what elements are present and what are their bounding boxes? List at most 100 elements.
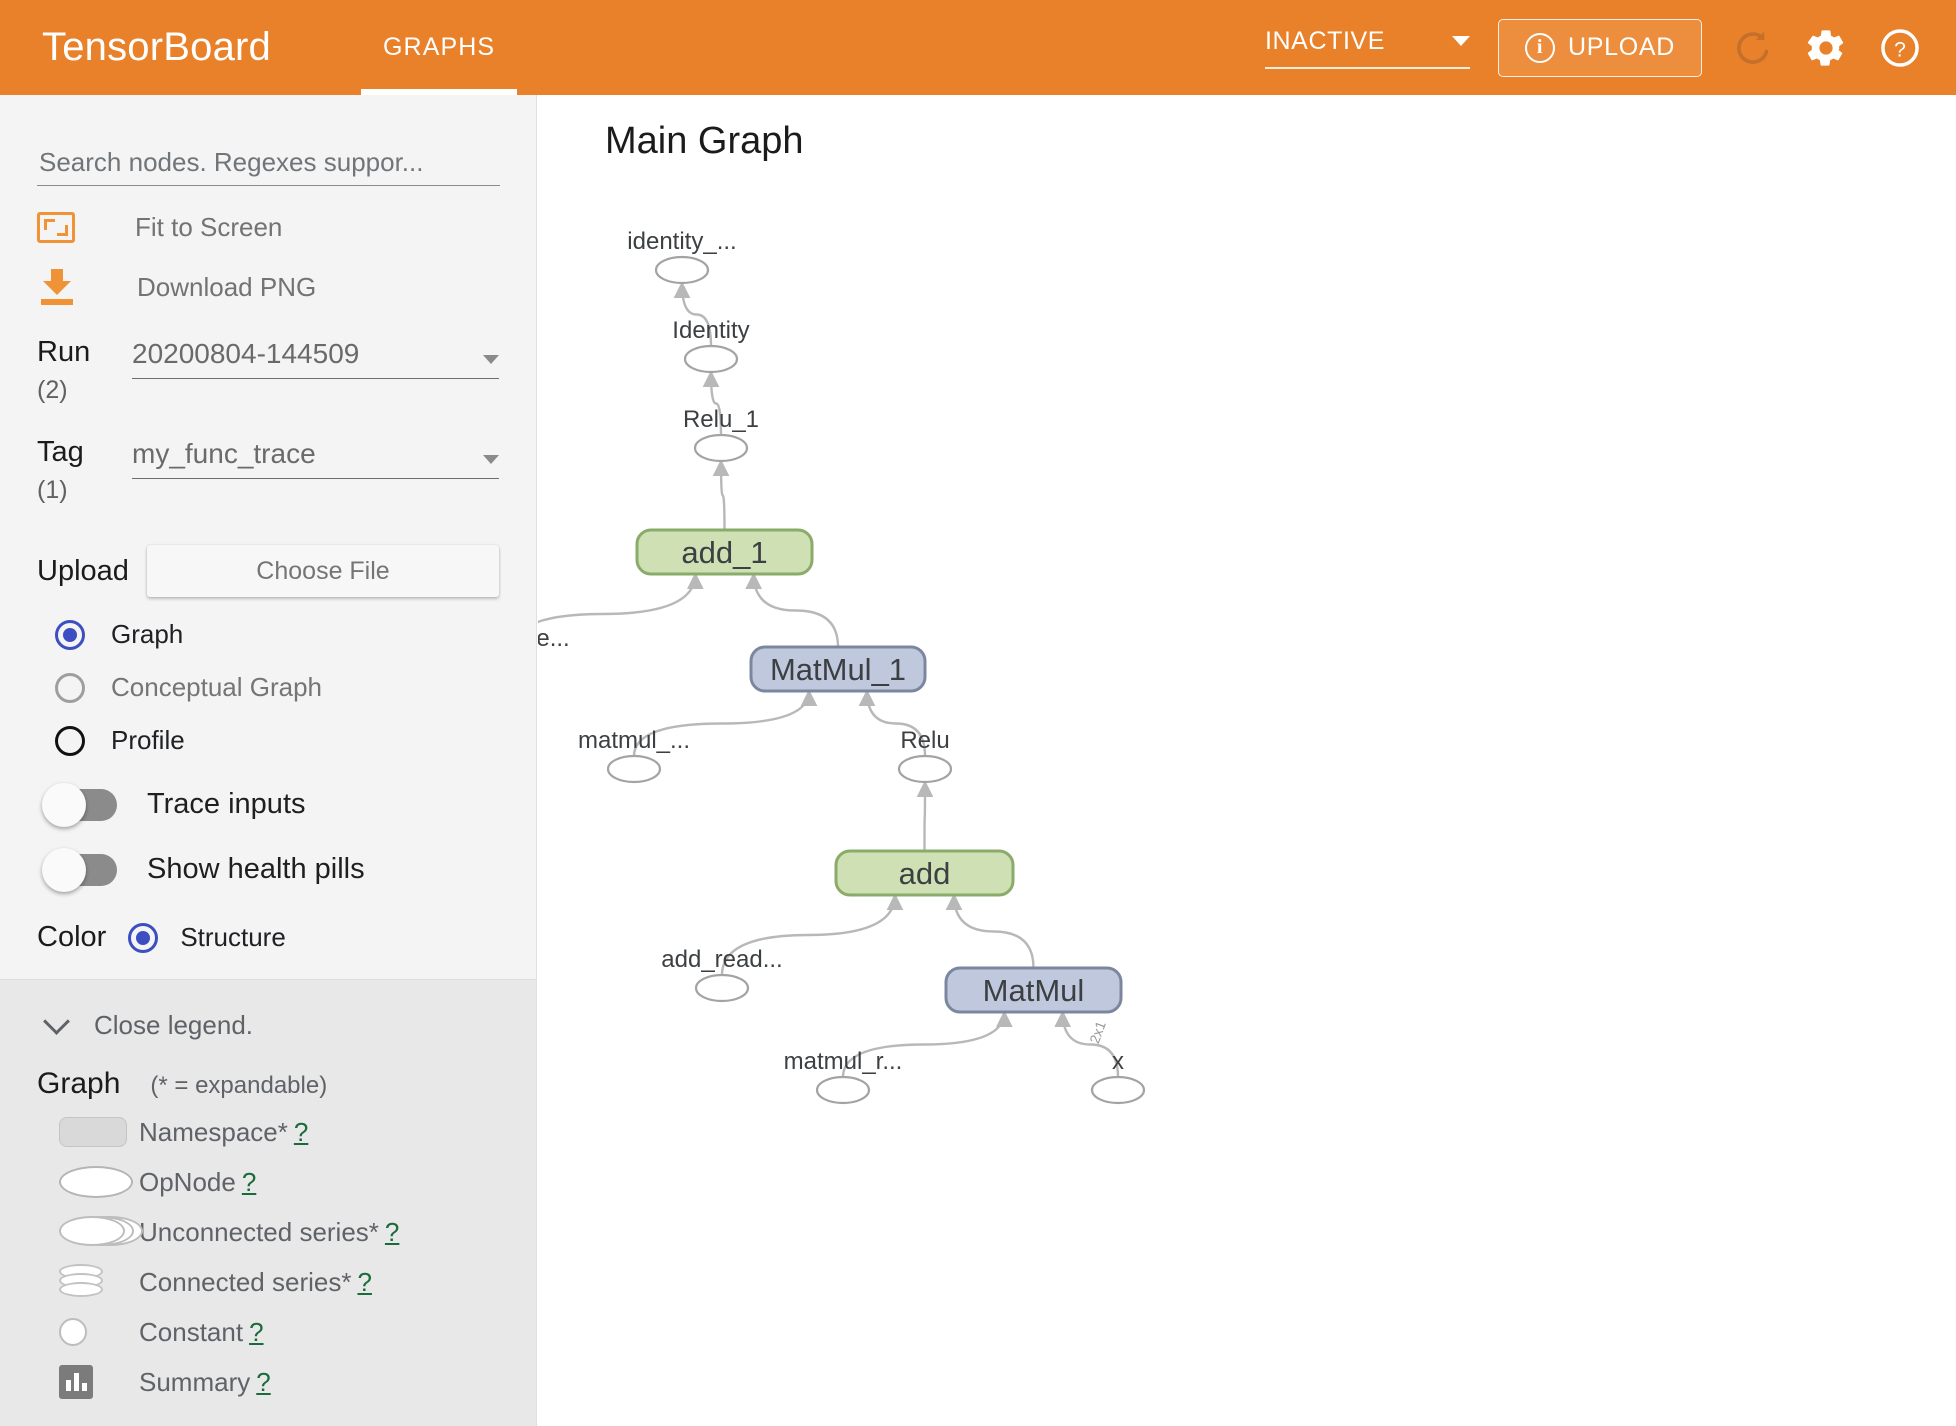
graph-edge-matmul_read-to-MatMul_1 (632, 689, 818, 757)
radio-profile-label: Profile (111, 725, 185, 755)
legend-item: Constant? (37, 1313, 499, 1351)
tag-label: Tag (37, 436, 84, 468)
graph-node-label: MatMul_1 (770, 652, 906, 687)
close-legend-button[interactable]: Close legend. (37, 1008, 499, 1041)
graph-node-x[interactable]: x (1090, 1048, 1146, 1105)
graph-node-label: MatMul (983, 973, 1085, 1008)
tag-field: Tag (1) my_func_trace (37, 438, 499, 505)
run-field: Run (2) 20200804-144509 (37, 338, 499, 405)
legend-help-link[interactable]: ? (249, 1316, 264, 1347)
radio-conceptual-graph-circle (55, 672, 85, 703)
radio-structure-circle[interactable] (128, 922, 159, 953)
run-label-block: Run (2) (37, 338, 132, 405)
namespace-icon (37, 1117, 139, 1147)
graph-node-add[interactable]: add (834, 849, 1015, 897)
graph-node-label: matmul_... (578, 727, 690, 754)
graph-edge-label: 2x1 (1086, 1019, 1109, 1046)
upload-label: Upload (37, 554, 129, 587)
graph-node-Relu[interactable]: Relu (897, 727, 953, 784)
reload-icon[interactable] (1732, 27, 1774, 69)
search-input[interactable] (37, 140, 500, 186)
fit-to-screen-button[interactable]: Fit to Screen (37, 212, 499, 243)
download-png-button[interactable]: Download PNG (37, 269, 499, 305)
unconnected-series-icon (37, 1215, 143, 1249)
graph-node-matmul_r[interactable]: matmul_r... (784, 1048, 903, 1105)
svg-text:?: ? (1894, 38, 1906, 61)
graph-node-label: identity_... (627, 228, 736, 255)
graph-node-Identity[interactable]: Identity (672, 317, 750, 374)
toggle-trace-inputs-switch (42, 782, 117, 827)
graph-node-add_read[interactable]: add_read... (661, 946, 783, 1003)
choose-file-button[interactable]: Choose File (147, 545, 499, 597)
color-label: Color (37, 921, 107, 953)
graph-edge-add_read-to-add (720, 893, 904, 976)
legend-item-label: Connected series*? (139, 1266, 372, 1297)
graph-node-label: matmul_r... (784, 1048, 903, 1075)
graph-edge-add_1_read-to-add_1 (538, 572, 704, 624)
legend-header: Graph (* = expandable) (37, 1067, 499, 1101)
graph-node-label: x (1112, 1048, 1124, 1075)
upload-button-label: UPLOAD (1567, 33, 1675, 61)
legend-help-link[interactable]: ? (357, 1266, 372, 1297)
graph-node-Relu_1[interactable]: Relu_1 (683, 406, 759, 463)
toggle-trace-inputs[interactable]: Trace inputs (37, 782, 499, 827)
tag-label-block: Tag (1) (37, 438, 132, 505)
tag-count: (1) (37, 476, 68, 504)
radio-conceptual-graph[interactable]: Conceptual Graph (37, 672, 499, 703)
legend-help-link[interactable]: ? (256, 1366, 271, 1397)
graph-edge-MatMul_1-to-add_1 (745, 572, 840, 648)
graph-edge-matmul_r-to-MatMul (841, 1010, 1013, 1078)
tab-graphs[interactable]: GRAPHS (361, 0, 518, 95)
radio-profile[interactable]: Profile (37, 725, 499, 756)
graph-node-label: Relu (900, 727, 949, 754)
toggle-show-health-pills-switch (42, 847, 117, 892)
radio-profile-circle (55, 725, 85, 756)
graph-node-identity_out[interactable]: identity_... (627, 228, 737, 285)
graph-node-add_1_read[interactable]: add_1_re... (538, 625, 570, 680)
legend-item-label: Unconnected series*? (139, 1216, 400, 1247)
radio-graph-circle (55, 619, 85, 650)
graph-node-label: Identity (672, 317, 749, 344)
app-brand-title: TensorBoard (42, 25, 271, 69)
graph-node-MatMul_1[interactable]: MatMul_1 (749, 645, 927, 693)
graph-edge-Relu_1-to-Identity (702, 370, 723, 436)
close-legend-label: Close legend. (94, 1010, 253, 1040)
chevron-down-icon (1451, 36, 1470, 46)
graph-node-add_1[interactable]: add_1 (635, 528, 814, 576)
legend-help-link[interactable]: ? (384, 1216, 400, 1247)
upload-field: Upload Choose File (37, 545, 499, 597)
tag-value: my_func_trace (132, 438, 316, 469)
fit-to-screen-label: Fit to Screen (135, 212, 283, 242)
legend-help-link[interactable]: ? (293, 1116, 309, 1147)
graph-edge-Identity-to-identity_out (673, 281, 713, 347)
graph-edges: 2x1 (538, 281, 1120, 1078)
help-icon[interactable]: ? (1878, 26, 1922, 70)
graph-node-label: add_read... (661, 946, 782, 973)
graph-node-label: add (899, 856, 951, 891)
gear-icon[interactable] (1804, 26, 1848, 70)
color-field: Color Structure (37, 922, 499, 979)
graph-edge-add_1-to-Relu_1 (712, 459, 730, 531)
legend-help-link[interactable]: ? (241, 1166, 257, 1197)
toggle-show-health-pills[interactable]: Show health pills (37, 847, 499, 892)
radio-structure-label: Structure (180, 922, 286, 952)
graph-node-MatMul[interactable]: MatMul (944, 966, 1123, 1014)
upload-button[interactable]: i UPLOAD (1497, 18, 1702, 77)
toggle-trace-inputs-label: Trace inputs (147, 788, 306, 820)
tag-select[interactable]: my_func_trace (132, 438, 499, 479)
radio-graph[interactable]: Graph (37, 619, 499, 650)
top-app-bar: TensorBoard GRAPHS INACTIVE i UPLOAD (0, 0, 1956, 95)
legend-subtitle: (* = expandable) (150, 1072, 328, 1099)
constant-icon (37, 1318, 139, 1346)
run-select[interactable]: 20200804-144509 (132, 338, 499, 379)
graph-edge-MatMul-to-add (945, 893, 1035, 969)
legend-item: Summary? (37, 1363, 499, 1401)
run-status-dropdown[interactable]: INACTIVE (1264, 27, 1470, 69)
top-bar-right-controls: INACTIVE i UPLOAD ? (1264, 18, 1956, 77)
graph-node-matmul_read[interactable]: matmul_... (578, 727, 690, 784)
graph-edge-add-to-Relu (916, 780, 934, 852)
legend-item-label: Summary? (139, 1366, 271, 1397)
legend-item: Namespace*? (37, 1113, 499, 1151)
